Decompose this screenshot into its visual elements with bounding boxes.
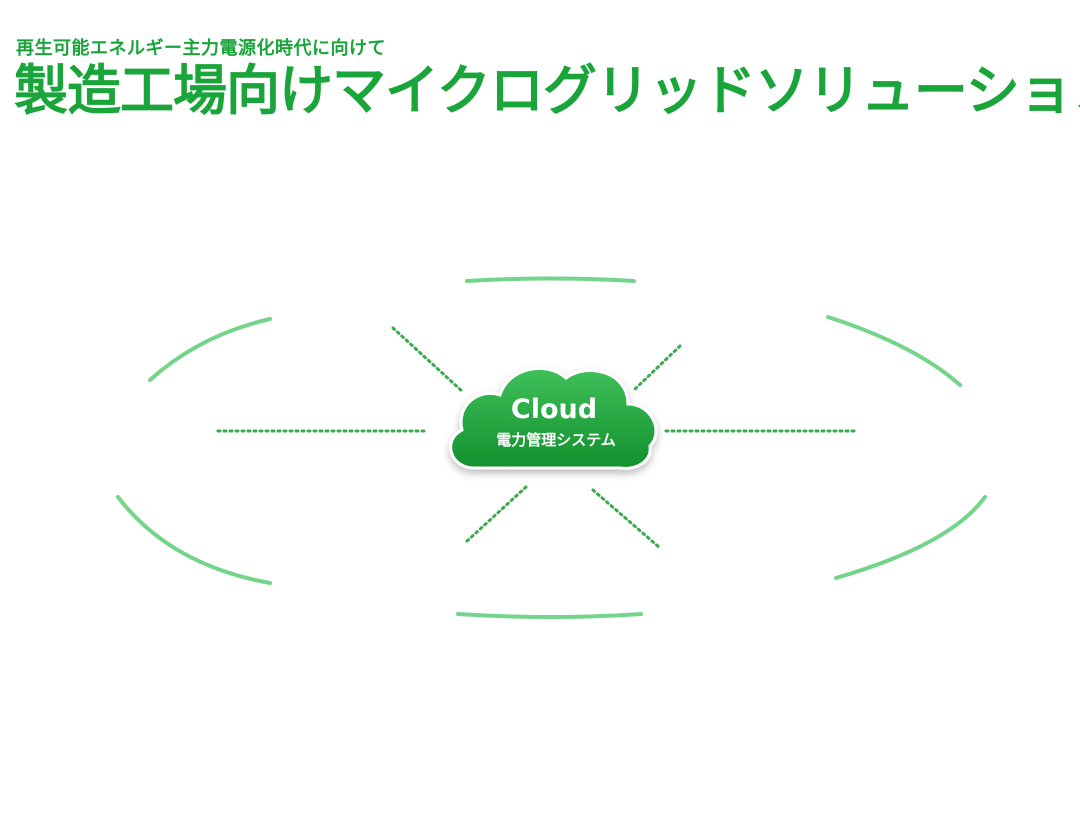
- ring-segment-top-left: [148, 317, 272, 382]
- ring-segment-top: [465, 276, 636, 283]
- cloud-links: [216, 326, 860, 550]
- cloud-node: Cloud 電力管理システム: [449, 366, 658, 470]
- ring-segment-top-right: [826, 315, 962, 387]
- cloud-subtitle: 電力管理システム: [496, 431, 616, 449]
- grid-ring: [116, 276, 987, 619]
- ring-segment-bottom: [456, 612, 643, 619]
- link-bottom-left: [464, 485, 528, 544]
- link-bottom-right: [591, 488, 662, 550]
- ring-segment-bottom-right: [834, 495, 987, 580]
- page-title: 製造工場向けマイクログリッドソリューション: [14, 59, 1080, 122]
- link-top-left: [391, 326, 465, 394]
- cloud-title: Cloud: [511, 394, 597, 425]
- subtitle: 再生可能エネルギー主力電源化時代に向けて: [16, 38, 386, 59]
- ring-segment-bottom-left: [116, 495, 272, 585]
- link-top-right: [632, 344, 682, 392]
- cloud-shape: [449, 366, 658, 470]
